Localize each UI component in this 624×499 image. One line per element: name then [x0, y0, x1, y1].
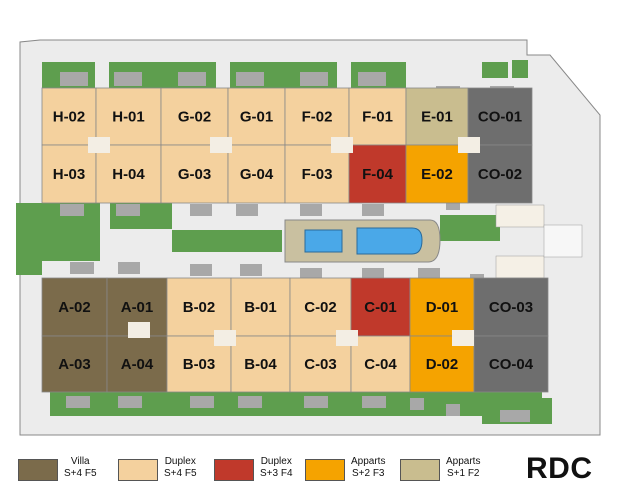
unit-block-b-04: [230, 335, 291, 393]
unit-label-h-01: H-01: [112, 109, 145, 126]
unit-block-co-04: [473, 335, 549, 393]
unit-label-b-04: B-04: [244, 356, 277, 373]
small-pool: [304, 229, 343, 253]
unit-label-g-03: G-03: [178, 166, 211, 183]
unit-block-co-02: [467, 144, 533, 204]
unit-label-a-02: A-02: [58, 299, 91, 316]
unit-block-g-01: [227, 87, 286, 146]
legend-swatch: [118, 459, 158, 481]
bottom-row-outdoor: [42, 392, 552, 424]
unit-label-a-03: A-03: [58, 356, 91, 373]
unit-label-a-01: A-01: [121, 299, 154, 316]
legend-swatch: [305, 459, 345, 481]
unit-label-h-04: H-04: [112, 166, 145, 183]
legend-swatch: [214, 459, 254, 481]
unit-block-g-04: [227, 144, 286, 204]
unit-label-f-04: F-04: [362, 166, 394, 183]
unit-block-d-01: [409, 277, 475, 337]
unit-block-a-02: [41, 277, 108, 337]
unit-label-g-02: G-02: [178, 109, 211, 126]
unit-block-b-01: [230, 277, 291, 337]
units-layer: H-02 H-01 G-02 G-01 F-02 F-01 E-01 CO-01H-03 H-0…: [41, 87, 549, 393]
unit-label-c-03: C-03: [304, 356, 337, 373]
stair-core: [458, 137, 480, 153]
unit-label-co-01: CO-01: [478, 109, 522, 126]
unit-label-co-04: CO-04: [489, 356, 534, 373]
parking-spot: [114, 72, 142, 86]
unit-label-e-01: E-01: [421, 109, 453, 126]
unit-block-h-03: [41, 144, 97, 204]
unit-block-a-04: [106, 335, 168, 393]
unit-block-f-01: [348, 87, 407, 146]
parking-spot: [358, 72, 386, 86]
stair-core: [452, 330, 474, 346]
unit-block-g-02: [160, 87, 229, 146]
stair-core: [336, 330, 358, 346]
stair-core: [128, 322, 150, 338]
parking-spot: [300, 72, 328, 86]
floor-level-label: RDC: [526, 452, 593, 485]
unit-label-d-01: D-01: [426, 299, 459, 316]
unit-label-co-03: CO-03: [489, 299, 533, 316]
unit-label-f-03: F-03: [302, 166, 333, 183]
unit-block-c-04: [350, 335, 411, 393]
unit-label-a-04: A-04: [121, 356, 154, 373]
stair-core: [210, 137, 232, 153]
unit-block-f-04: [348, 144, 407, 204]
unit-label-c-01: C-01: [364, 299, 397, 316]
stair-core: [331, 137, 353, 153]
site-plan: H-02 H-01 G-02 G-01 F-02 F-01 E-01 CO-01H-03 H-0…: [16, 39, 601, 436]
legend-swatch: [400, 459, 440, 481]
stair-core: [88, 137, 110, 153]
unit-label-d-02: D-02: [426, 356, 459, 373]
legend-swatch: [18, 459, 58, 481]
unit-label-f-02: F-02: [302, 109, 333, 126]
unit-label-e-02: E-02: [421, 166, 453, 183]
unit-block-h-04: [95, 144, 162, 204]
unit-label-b-01: B-01: [244, 299, 277, 316]
unit-block-h-01: [95, 87, 162, 146]
unit-label-c-02: C-02: [304, 299, 337, 316]
unit-block-a-03: [41, 335, 108, 393]
unit-label-b-03: B-03: [183, 356, 216, 373]
unit-label-h-02: H-02: [53, 109, 86, 126]
unit-label-f-01: F-01: [362, 109, 393, 126]
unit-label-c-04: C-04: [364, 356, 397, 373]
unit-block-c-02: [289, 277, 352, 337]
unit-block-g-03: [160, 144, 229, 204]
stair-core: [214, 330, 236, 346]
parking-spot: [60, 72, 88, 86]
unit-label-co-02: CO-02: [478, 166, 522, 183]
unit-label-h-03: H-03: [53, 166, 86, 183]
main-pool: [356, 227, 423, 255]
parking-spot: [236, 72, 264, 86]
unit-block-e-02: [405, 144, 469, 204]
unit-label-g-01: G-01: [240, 109, 273, 126]
unit-label-b-02: B-02: [183, 299, 216, 316]
parking-spot: [178, 72, 206, 86]
unit-label-g-04: G-04: [240, 166, 274, 183]
unit-block-c-01: [350, 277, 411, 337]
unit-block-co-03: [473, 277, 549, 337]
